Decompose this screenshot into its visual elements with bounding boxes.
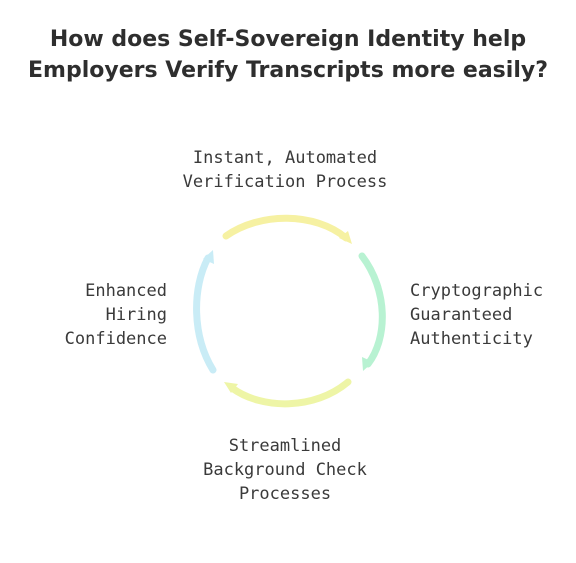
cycle-arc-top (222, 214, 350, 242)
step-label-line: Authenticity (410, 329, 533, 349)
step-label-streamlined-background-check: Streamlined Background Check Processes (175, 434, 395, 506)
cycle-arc-bottom (228, 378, 352, 408)
step-label-line: Processes (238, 484, 332, 504)
cycle-arrowhead-bottom (224, 382, 238, 393)
step-label-cryptographic-authenticity: Cryptographic Guaranteed Authenticity (410, 279, 570, 351)
step-label-line: Guaranteed (410, 305, 513, 325)
step-label-line: Cryptographic (410, 281, 544, 301)
step-label-line: Background Check (203, 460, 367, 480)
step-label-line: Hiring (105, 305, 167, 325)
title-line-2: Employers Verify Transcripts more easily… (28, 58, 548, 83)
step-label-line: Enhanced (85, 281, 167, 301)
cycle-arrowhead-top (339, 231, 352, 244)
step-label-line: Confidence (64, 329, 167, 349)
step-label-line: Streamlined (228, 436, 342, 456)
cycle-arc-left (193, 254, 217, 374)
step-label-hiring-confidence: Enhanced Hiring Confidence (40, 279, 167, 351)
title-line-1: How does Self-Sovereign Identity help (49, 27, 527, 52)
diagram-title: How does Self-Sovereign Identity help Em… (0, 24, 576, 86)
cycle-arrowhead-left (203, 250, 214, 264)
step-label-line: Instant, Automated (192, 148, 378, 168)
step-label-line: Verification Process (182, 172, 388, 192)
cycle-arrowhead-right (362, 357, 373, 371)
cycle-arc-right (358, 252, 386, 368)
step-label-instant-verification: Instant, Automated Verification Process (170, 146, 400, 194)
